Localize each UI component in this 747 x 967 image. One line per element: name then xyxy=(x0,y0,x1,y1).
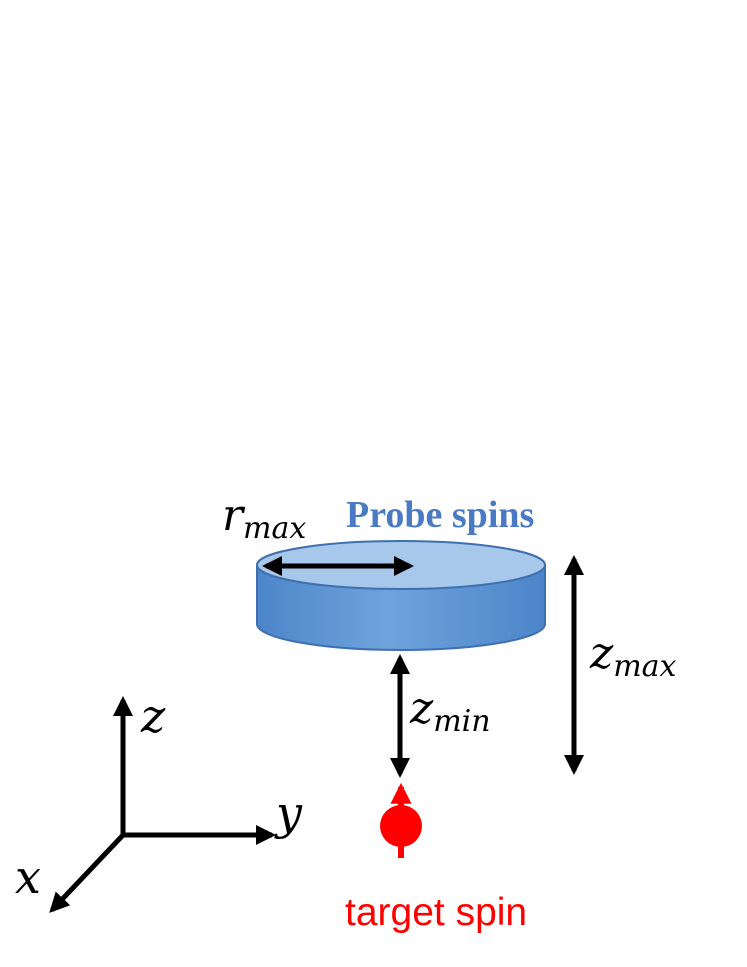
r-max-sub: max xyxy=(243,511,306,546)
z-axis-label: z xyxy=(140,689,166,743)
r-max-base: r xyxy=(222,490,246,541)
coordinate-axes: z y x xyxy=(15,689,303,913)
z-min-label: zmin xyxy=(409,683,491,739)
x-axis-label: x xyxy=(15,850,41,904)
target-spin-dot xyxy=(380,805,422,847)
target-spin xyxy=(380,782,422,858)
z-max-label: zmax xyxy=(589,628,677,684)
probe-disk xyxy=(256,540,546,651)
z-max-base: z xyxy=(589,628,614,679)
r-max-label: rmax xyxy=(222,490,306,546)
z-max-sub: max xyxy=(613,649,676,684)
probe-spins-label: Probe spins xyxy=(346,494,534,536)
y-axis-label: y xyxy=(274,786,303,840)
z-min-base: z xyxy=(409,683,434,734)
target-spin-label: target spin xyxy=(345,891,527,934)
z-min-sub: min xyxy=(433,704,490,739)
x-axis-arrow xyxy=(49,831,127,913)
